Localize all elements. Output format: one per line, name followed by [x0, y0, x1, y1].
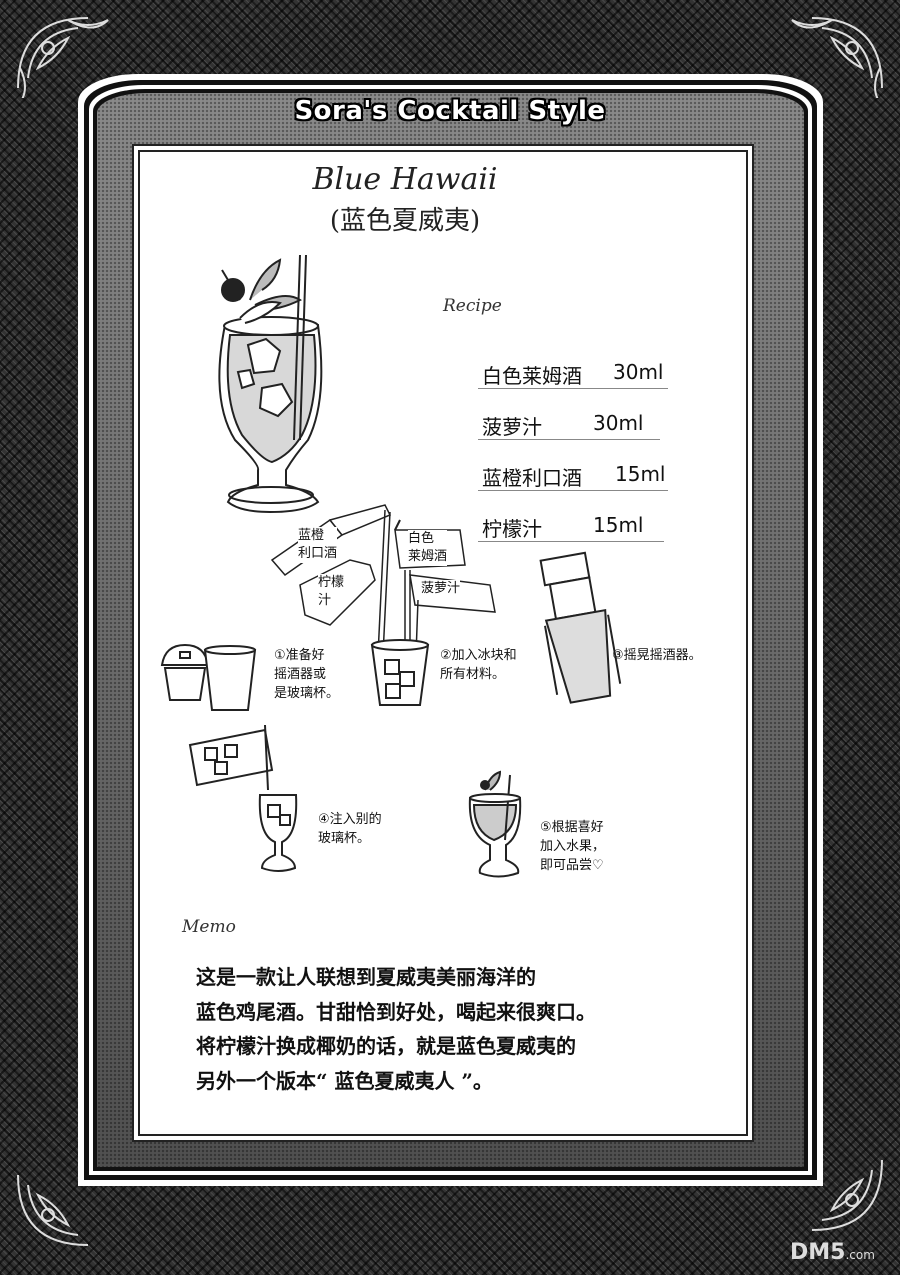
corner-ornament-top-left: [17, 17, 109, 98]
pouring-illustration: [188, 724, 298, 872]
cocktail-name-cn: (蓝色夏威夷): [329, 206, 481, 236]
step-5: ⑤根据喜好 加入水果， 即可品尝♡: [540, 820, 606, 873]
watermark-logo: DM5.com: [790, 1240, 875, 1265]
recipe-label: Recipe: [443, 296, 502, 316]
bottle-label-rum: 白色 莱姆酒: [408, 530, 448, 566]
ingredient-name: 白色莱姆酒: [482, 364, 582, 388]
ingredient-row: 柠檬汁 15ml: [478, 513, 664, 542]
ingredient-qty: 30ml: [613, 360, 664, 384]
ingredient-row: 菠萝汁 30ml: [478, 411, 660, 440]
step-3: ③摇晃摇酒器。: [612, 648, 702, 663]
corner-ornament-top-right: [791, 17, 883, 98]
hurricane-glass-illustration: [218, 254, 323, 514]
ingredient-row: 蓝橙利口酒 15ml: [478, 462, 668, 491]
cocktail-name-en: Blue Hawaii: [312, 162, 498, 197]
ingredient-name: 蓝橙利口酒: [482, 466, 582, 490]
ingredient-qty: 15ml: [593, 513, 644, 537]
bottle-label-pineapple: 菠萝汁: [421, 580, 461, 598]
step-1: ①准备好 摇酒器或 是玻璃杯。: [274, 648, 340, 701]
mixing-glass-illustration: [370, 639, 430, 706]
ingredient-row: 白色莱姆酒 30ml: [478, 360, 668, 389]
ingredient-name: 菠萝汁: [482, 415, 542, 439]
shaker-illustration: [160, 643, 257, 711]
bottle-label-lemon: 柠檬 汁: [318, 574, 345, 610]
page-title: Sora's Cocktail Style: [294, 96, 606, 126]
memo-label: Memo: [182, 917, 236, 937]
corner-ornament-bottom-right: [811, 1159, 883, 1231]
step-2: ②加入冰块和 所有材料。: [440, 648, 517, 682]
ingredient-name: 柠檬汁: [482, 517, 542, 541]
ingredient-qty: 15ml: [615, 462, 666, 486]
bottle-label-blue-curacao: 蓝橙 利口酒: [298, 527, 338, 563]
finished-cocktail-illustration: [468, 770, 522, 878]
ingredient-qty: 30ml: [593, 411, 644, 435]
recipe-card: [138, 150, 748, 1136]
shaking-shaker-illustration: [539, 551, 622, 704]
memo-text: 这是一款让人联想到夏威夷美丽海洋的 蓝色鸡尾酒。甘甜恰到好处，喝起来很爽口。 将…: [196, 965, 596, 1093]
corner-ornament-bottom-left: [17, 1174, 89, 1246]
step-4: ④注入别的 玻璃杯。: [318, 812, 382, 846]
